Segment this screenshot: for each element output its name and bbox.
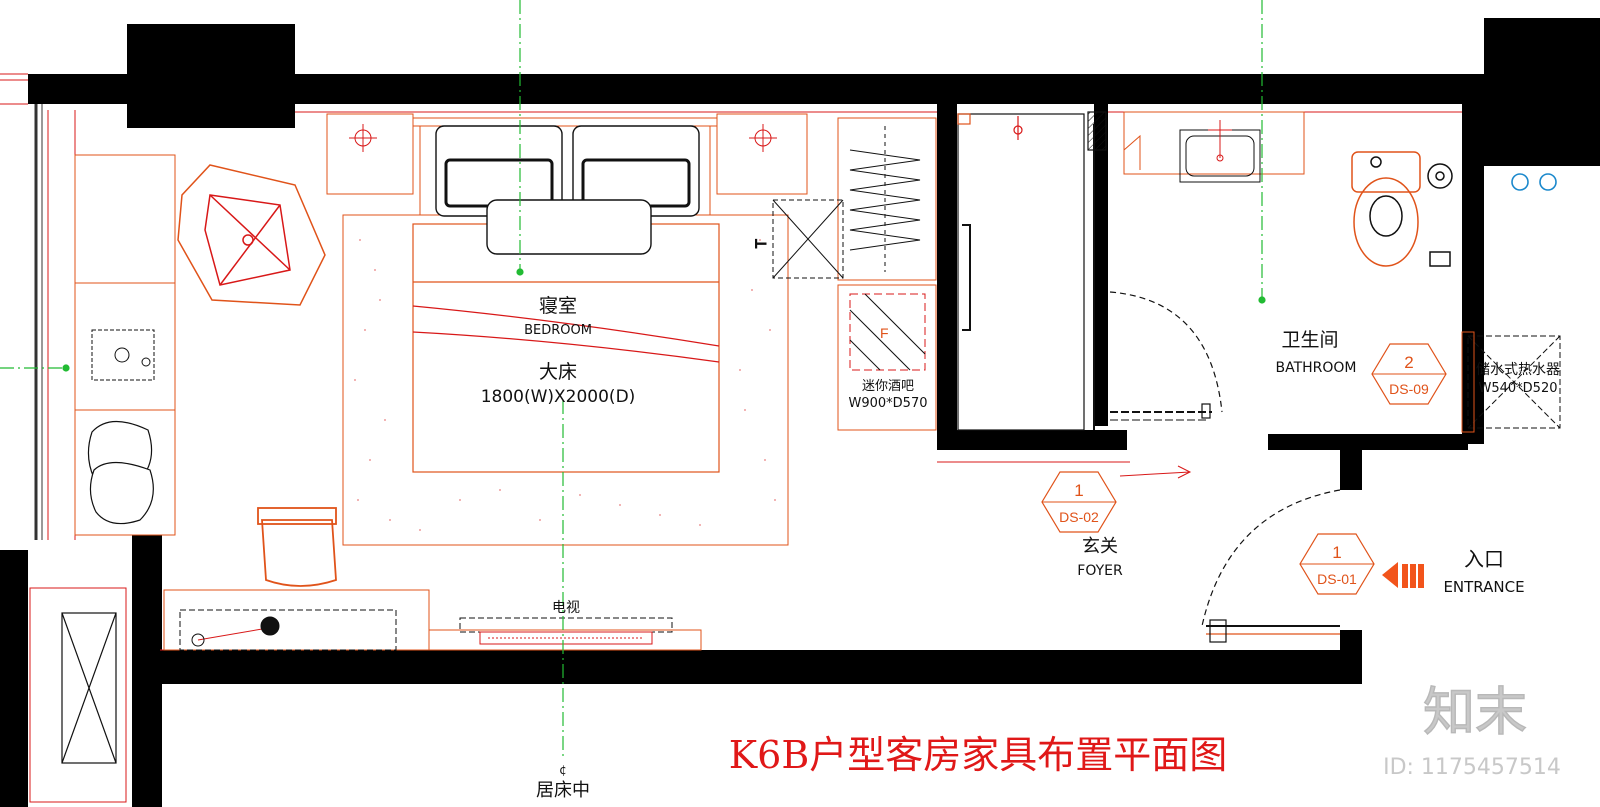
window-bench — [74, 154, 176, 536]
bath-left-wall — [937, 104, 957, 444]
tag-ds-02-num: 1 — [1074, 481, 1083, 500]
armchair-icon — [177, 164, 326, 306]
side-table — [91, 329, 155, 381]
bath-bottom-right-wall — [1268, 434, 1468, 450]
tag-ds-01-num: 1 — [1332, 543, 1341, 562]
bottom-wall — [160, 650, 1360, 684]
minibar-label-zh: 迷你酒吧 — [862, 379, 914, 394]
entrance-door — [1201, 489, 1341, 643]
water-heater — [1461, 331, 1561, 433]
walls — [0, 18, 1600, 807]
nightstands — [326, 113, 808, 195]
bed — [412, 223, 720, 473]
heater-label-zh: 储水式热水器 — [1476, 362, 1560, 378]
bath-bottom-wall — [937, 430, 1127, 450]
minibar: F — [837, 284, 937, 431]
cushion-icon — [87, 420, 154, 525]
vanity — [1123, 111, 1305, 183]
storage-bottom-left — [61, 612, 117, 764]
bottom-left-wall — [132, 535, 162, 807]
bedroom-label-zh: 寝室 — [539, 295, 577, 317]
tag-ds-01-code: DS-01 — [1317, 571, 1357, 587]
left-wall-lower — [0, 550, 28, 807]
pillow-front — [486, 199, 652, 255]
bedroom-label-en: BEDROOM — [524, 323, 592, 338]
tag-ds-09: 2 DS-09 — [1371, 343, 1447, 405]
bed-label-zh: 大床 — [539, 361, 577, 383]
bed-center-symbol: ¢ — [559, 763, 567, 777]
pipe-icon — [1511, 173, 1557, 191]
heater-size-label: W540*D520 — [1479, 381, 1558, 396]
side-symbol: T — [754, 239, 770, 249]
drawing-title: K6B户型客房家具布置平面图 — [729, 733, 1228, 777]
pillows — [435, 125, 700, 255]
safe-box: T — [754, 199, 844, 279]
minibar-symbol: F — [880, 325, 889, 341]
bathroom-door — [1109, 291, 1223, 421]
entrance-label-en: ENTRANCE — [1443, 578, 1524, 596]
tag-ds-02: 1 DS-02 — [1041, 471, 1117, 533]
column-top-right — [1484, 18, 1600, 166]
desk-console — [163, 589, 702, 651]
bathroom-label-zh: 卫生间 — [1281, 329, 1338, 351]
tv-icon — [459, 617, 673, 645]
bathroom-label-en: BATHROOM — [1275, 360, 1356, 376]
foyer-label-zh: 玄关 — [1082, 536, 1118, 557]
tag-ds-01: 1 DS-01 — [1299, 533, 1375, 595]
right-jamb — [1340, 440, 1362, 490]
watermark-id: ID: 1175457514 — [1383, 755, 1561, 780]
bed-center-label: 居床中 — [536, 780, 590, 801]
nightstand-right — [716, 113, 808, 195]
tag-ds-09-num: 2 — [1404, 353, 1413, 372]
door-jamb-right — [1340, 630, 1362, 684]
bath-mid-wall — [1094, 104, 1108, 426]
axes — [0, 0, 1266, 760]
nightstand-left — [326, 113, 414, 195]
bed-size-label: 1800(W)X2000(D) — [481, 387, 636, 407]
wardrobe — [837, 117, 937, 281]
foyer-label-en: FOYER — [1077, 563, 1123, 579]
entrance-arrow-icon — [1382, 562, 1424, 588]
desk-chair-icon — [257, 507, 337, 587]
minibar-size-label: W900*D570 — [849, 396, 928, 411]
entrance-label-zh: 入口 — [1464, 547, 1504, 571]
tag-ds-09-code: DS-09 — [1389, 381, 1429, 397]
phone-icon — [114, 347, 130, 363]
column-top-left — [127, 24, 295, 128]
tag-ds-02-code: DS-02 — [1059, 509, 1099, 525]
shower — [957, 111, 1107, 431]
tv-label: 电视 — [552, 600, 580, 616]
watermark-logo: 知末 — [1423, 683, 1527, 743]
toilet-icon — [1351, 151, 1453, 267]
foyer-arrow-icon — [1119, 465, 1192, 479]
